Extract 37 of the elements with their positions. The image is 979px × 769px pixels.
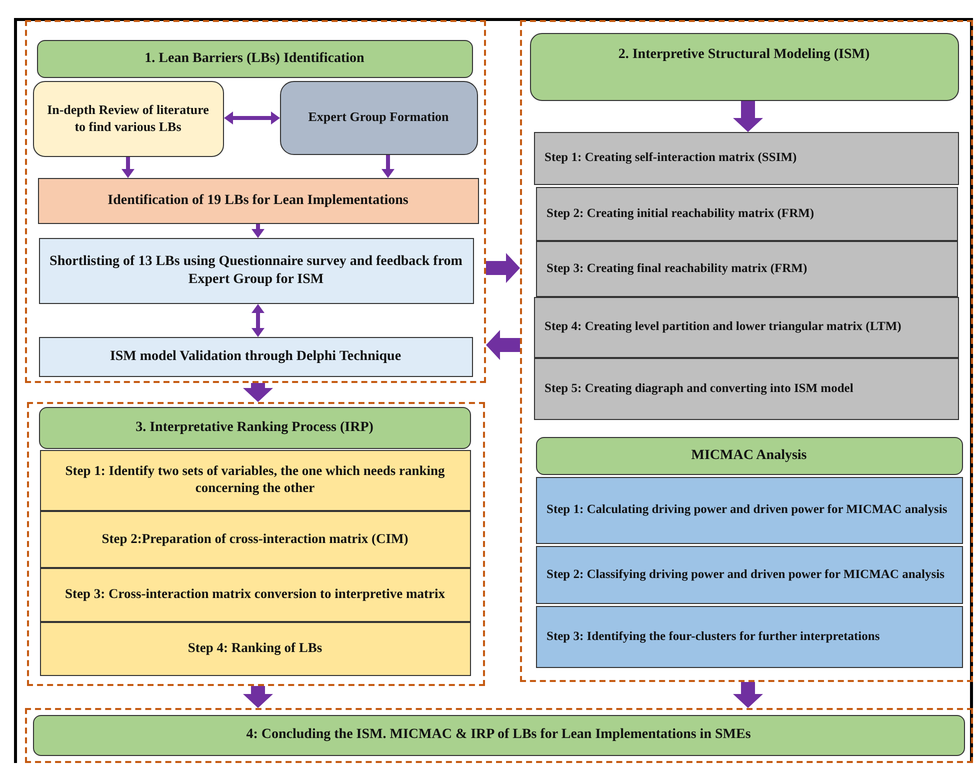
block-arrow bbox=[486, 253, 520, 283]
step-box: Step 3: Creating final reachability matrix (FRM) bbox=[536, 240, 958, 296]
step-box: ISM model Validation through Delphi Technique bbox=[38, 336, 472, 376]
step-box: Step 3: Cross-interaction matrix conversion to interpretive matrix bbox=[40, 568, 470, 622]
step-box: Step 4: Creating level partition and lower triangular matrix (LTM) bbox=[534, 296, 958, 358]
section-header: 4: Concluding the ISM. MICMAC & IRP of LBs for Lean Implementations in SMEs bbox=[32, 714, 964, 756]
block-arrow bbox=[486, 330, 520, 360]
dashed-group-frame bbox=[520, 20, 973, 682]
block-arrow bbox=[733, 101, 763, 132]
step-box: Identification of 19 LBs for Lean Implementations bbox=[38, 178, 478, 224]
dashed-group-frame bbox=[27, 402, 485, 686]
section-header: 1. Lean Barriers (LBs) Identification bbox=[36, 40, 472, 78]
step-box: Step 1: Creating self-interaction matrix (SSIM) bbox=[534, 132, 958, 184]
block-arrow bbox=[243, 383, 273, 402]
step-box: Step 2: Classifying driving power and driven power for MICMAC analysis bbox=[536, 546, 962, 604]
step-box: Step 2: Creating initial reachability matrix (FRM) bbox=[536, 186, 958, 240]
arrow bbox=[224, 112, 280, 124]
block-arrow bbox=[733, 682, 763, 708]
arrow bbox=[252, 304, 264, 337]
section-header: 2. Interpretive Structural Modeling (ISM) bbox=[530, 32, 958, 100]
step-box: Shortlisting of 13 LBs using Questionnaire survey and feedback from Expert Group for ISM bbox=[38, 238, 474, 304]
arrow bbox=[122, 157, 134, 178]
step-box: Step 3: Identifying the four-clusters for further interpretations bbox=[536, 606, 962, 668]
step-box: Step 4: Ranking of LBs bbox=[40, 622, 470, 676]
dashed-group-frame bbox=[25, 708, 973, 763]
step-box: Expert Group Formation bbox=[280, 80, 478, 154]
dashed-group-frame bbox=[25, 20, 486, 383]
step-box: Step 2:Preparation of cross-interaction matrix (CIM) bbox=[40, 510, 470, 568]
step-box: Step 1: Calculating driving power and driven power for MICMAC analysis bbox=[536, 476, 962, 544]
section-header: 3. Interpretative Ranking Process (IRP) bbox=[38, 406, 470, 448]
step-box: Step 1: Identify two sets of variables, the one which needs ranking concerning the other bbox=[40, 450, 470, 510]
arrow bbox=[382, 155, 394, 178]
step-box: In-depth Review of literature to find various LBs bbox=[32, 80, 224, 156]
section-header: MICMAC Analysis bbox=[536, 436, 962, 474]
block-arrow bbox=[243, 686, 273, 708]
step-box: Step 5: Creating diagraph and converting into ISM model bbox=[534, 358, 958, 420]
arrow bbox=[252, 224, 264, 238]
